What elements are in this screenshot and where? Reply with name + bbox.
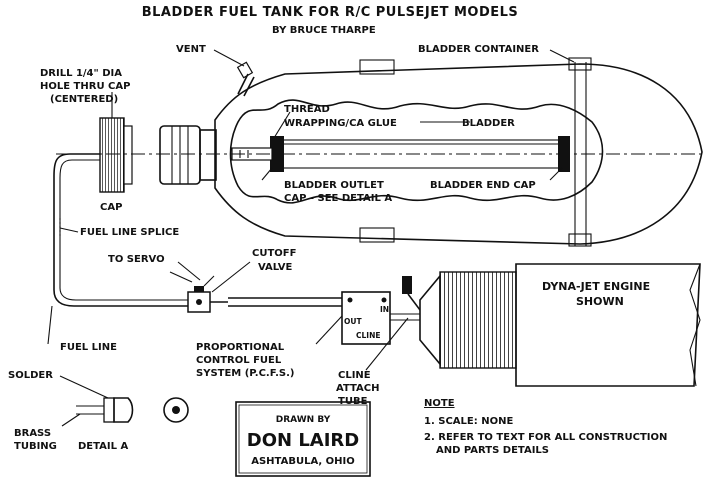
pcfs-out-label: OUT bbox=[344, 317, 362, 326]
label-cline-1: CLINE bbox=[338, 370, 371, 381]
bladder-container bbox=[214, 57, 703, 247]
note-item-1: 1. SCALE: NONE bbox=[424, 416, 513, 427]
cutoff-valve bbox=[169, 261, 342, 313]
note-item-2-line-1: 2. REFER TO TEXT FOR ALL CONSTRUCTION bbox=[424, 432, 667, 443]
label-thread-2: WRAPPING/CA GLUE bbox=[284, 118, 397, 129]
label-brass-1: BRASS bbox=[14, 428, 51, 439]
label-drill-3: (CENTERED) bbox=[50, 94, 118, 105]
label-bladder-end-cap: BLADDER END CAP bbox=[430, 180, 536, 191]
label-pcfs-2: CONTROL FUEL bbox=[196, 355, 282, 366]
label-bladder-outlet-1: BLADDER OUTLET bbox=[284, 180, 384, 191]
label-solder: SOLDER bbox=[8, 370, 53, 381]
bladder-outline bbox=[229, 99, 604, 204]
label-cutoff-1: CUTOFF bbox=[252, 248, 296, 259]
fuel-line-inner bbox=[59, 159, 190, 301]
note-heading: NOTE bbox=[424, 398, 455, 409]
tank-cap bbox=[99, 117, 133, 193]
note-item-2-line-2: AND PARTS DETAILS bbox=[436, 445, 549, 456]
label-drill-1: DRILL 1/4" DIA bbox=[40, 68, 122, 79]
label-vent: VENT bbox=[176, 44, 206, 55]
label-fuel-line-splice: FUEL LINE SPLICE bbox=[80, 227, 179, 238]
credit-box: DRAWN BY DON LAIRD ASHTABULA, OHIO bbox=[235, 401, 371, 477]
diagram-byline: BY BRUCE THARPE bbox=[272, 25, 376, 36]
label-drill-2: HOLE THRU CAP bbox=[40, 81, 130, 92]
credit-name: DON LAIRD bbox=[247, 430, 359, 451]
pcfs-box: IN OUT CLINE bbox=[341, 291, 420, 345]
label-engine-2: SHOWN bbox=[576, 295, 624, 308]
dyna-jet-engine bbox=[402, 263, 701, 387]
credit-drawn-by: DRAWN BY bbox=[276, 415, 331, 425]
label-cline-3: TUBE bbox=[338, 396, 368, 407]
pcfs-in-label: IN bbox=[380, 305, 389, 314]
fuel-line-outer bbox=[53, 153, 190, 307]
label-bladder: BLADDER bbox=[462, 118, 515, 129]
label-engine-1: DYNA-JET ENGINE bbox=[542, 280, 650, 293]
bottle-neck bbox=[159, 125, 217, 185]
credit-location: ASHTABULA, OHIO bbox=[251, 456, 355, 467]
diagram-title: BLADDER FUEL TANK FOR R/C PULSEJET MODEL… bbox=[142, 5, 519, 20]
label-cutoff-2: VALVE bbox=[258, 262, 293, 273]
detail-a-drawing bbox=[59, 375, 189, 427]
pcfs-cline-label: CLINE bbox=[356, 331, 380, 340]
label-bladder-container: BLADDER CONTAINER bbox=[418, 44, 539, 55]
label-cap: CAP bbox=[100, 202, 122, 213]
label-pcfs-3: SYSTEM (P.C.F.S.) bbox=[196, 368, 294, 379]
label-pcfs-1: PROPORTIONAL bbox=[196, 342, 285, 353]
leader-lines bbox=[47, 49, 575, 371]
label-brass-2: TUBING bbox=[14, 441, 57, 452]
label-bladder-outlet-2: CAP - SEE DETAIL A bbox=[284, 193, 392, 204]
label-detail-a: DETAIL A bbox=[78, 441, 128, 452]
label-cline-2: ATTACH bbox=[336, 383, 380, 394]
vent-fitting bbox=[236, 61, 255, 97]
label-to-servo: TO SERVO bbox=[108, 254, 165, 265]
label-fuel-line: FUEL LINE bbox=[60, 342, 117, 353]
label-thread-1: THREAD bbox=[284, 104, 330, 115]
